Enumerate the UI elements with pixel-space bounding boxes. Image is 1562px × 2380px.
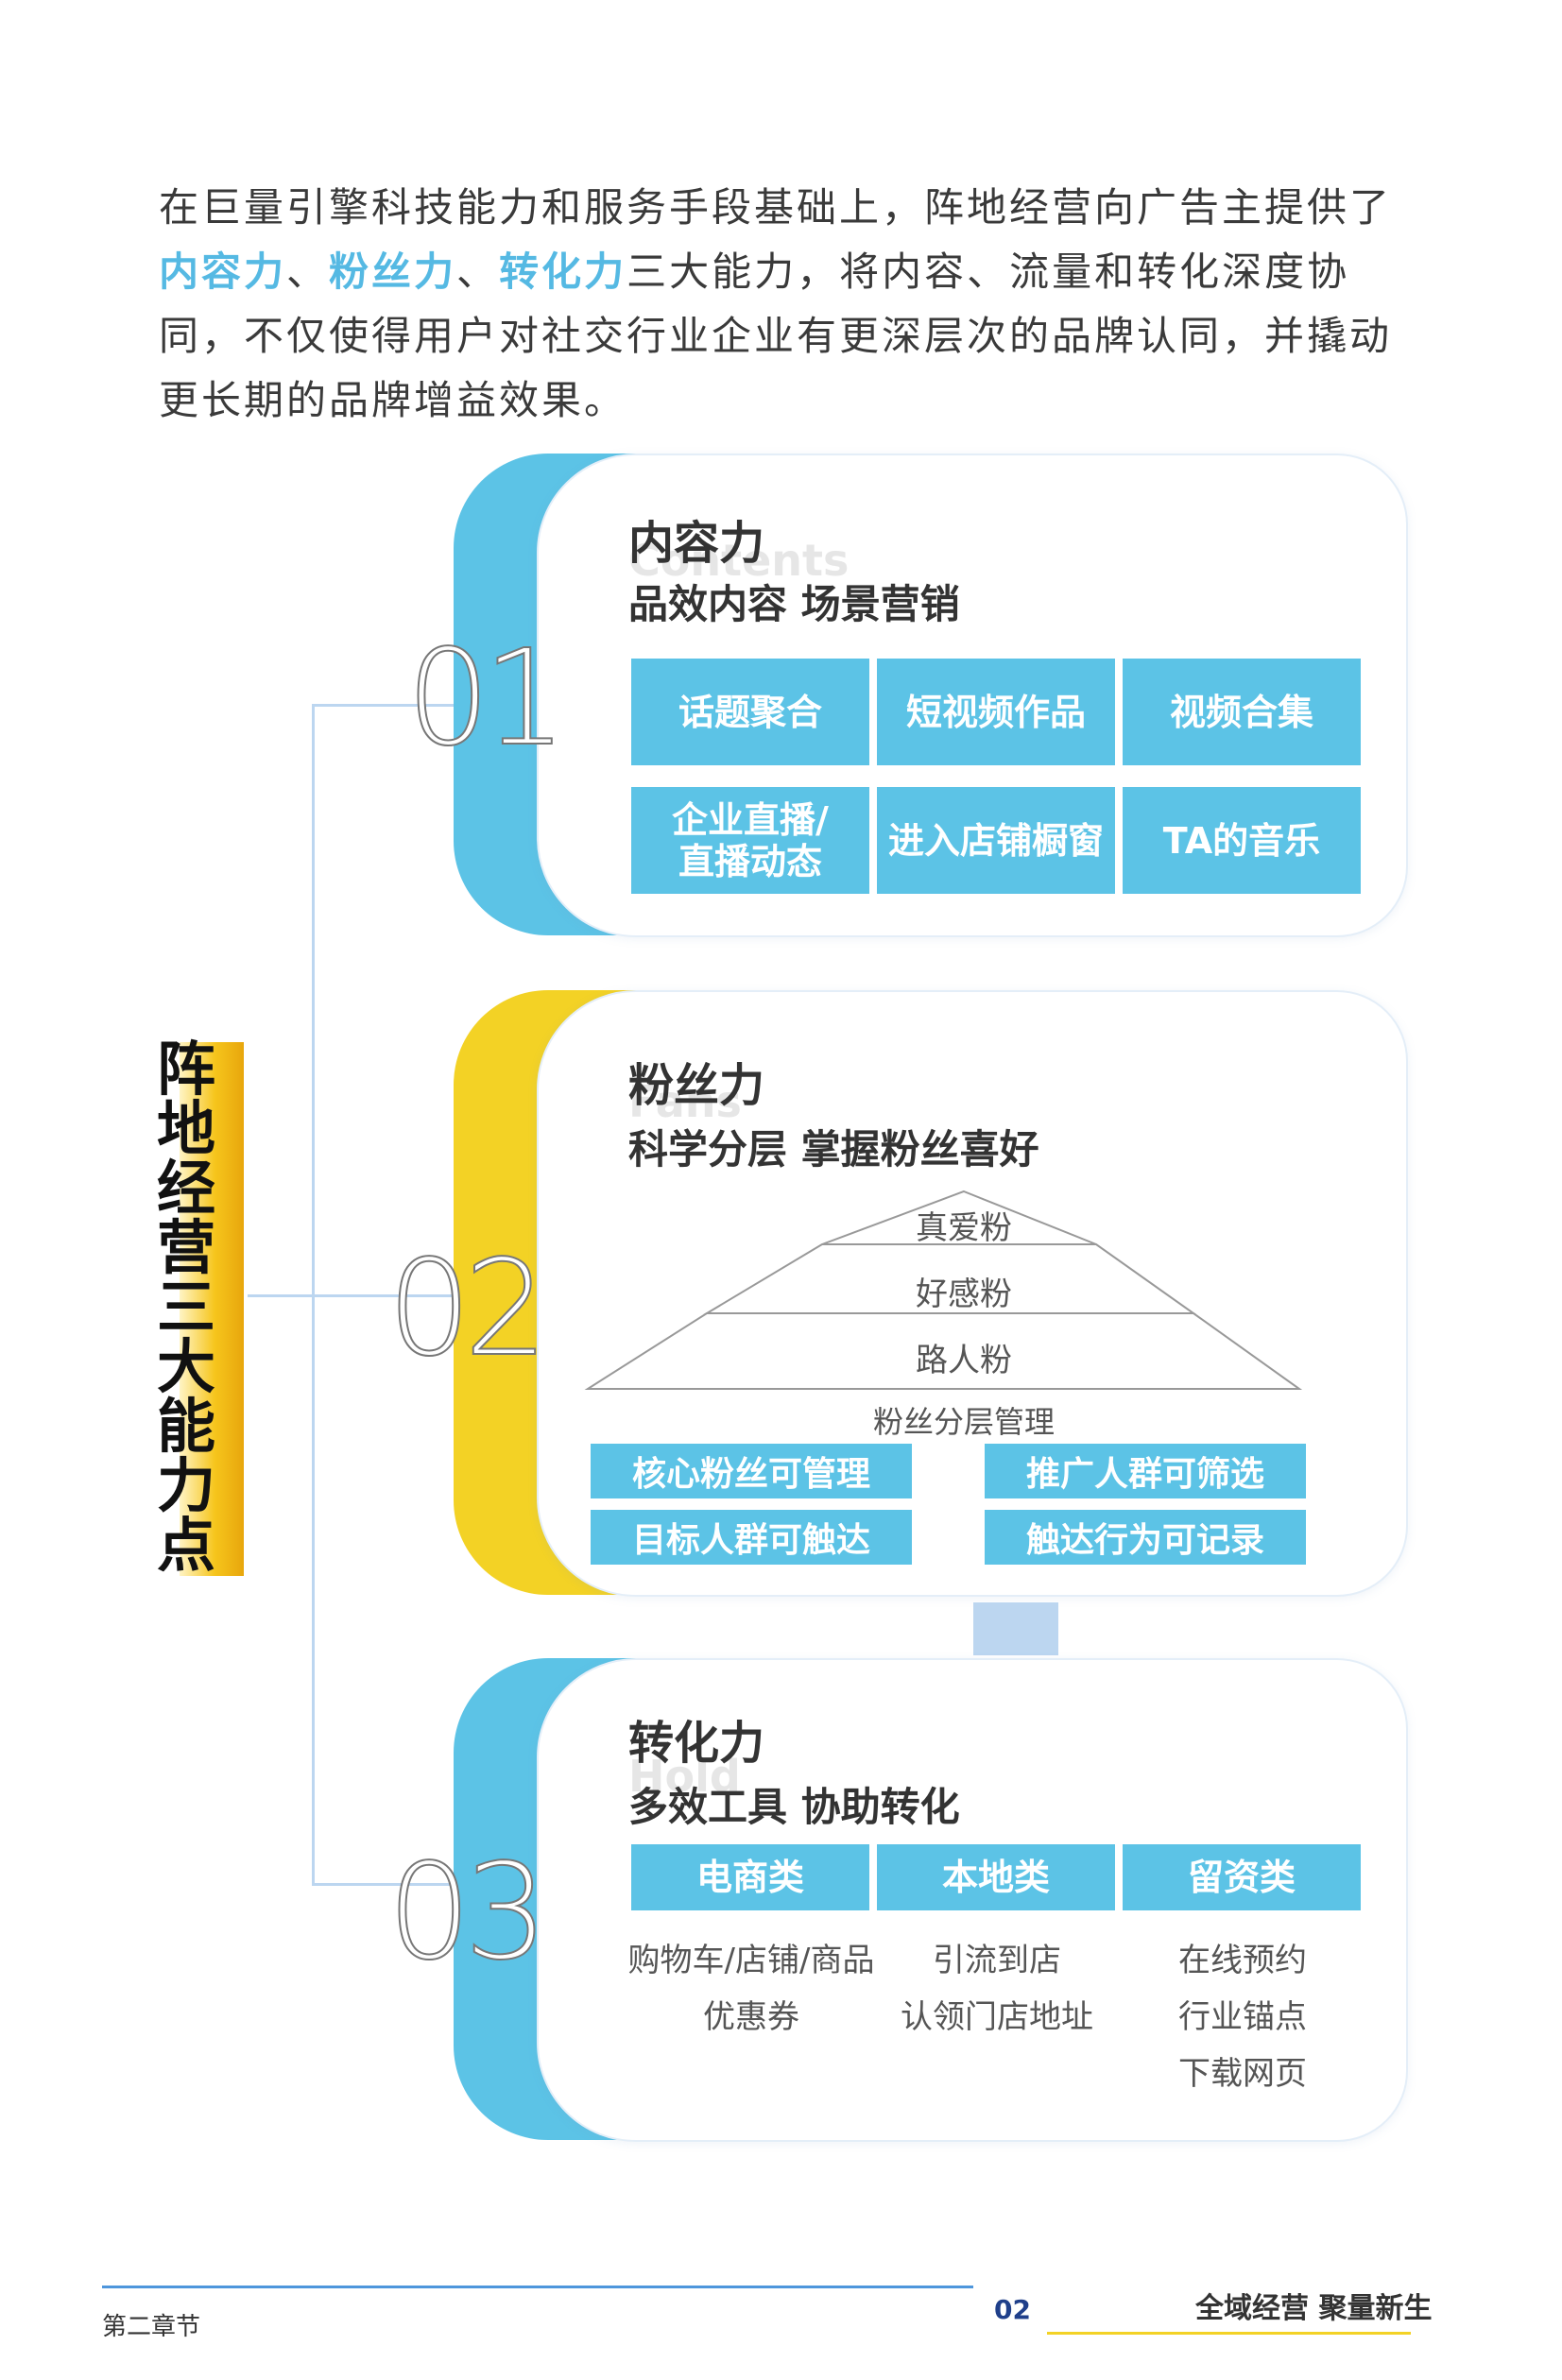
pyramid-bottom [584, 1312, 1303, 1390]
section-subtitle-02: 科学分层 掌握粉丝喜好 [628, 1126, 1039, 1173]
footer-slogan: 全域经营 聚量新生 [1195, 2292, 1433, 2325]
list-item: 行业锚点 [1178, 1998, 1307, 2036]
section-title-03: 转化力 [628, 1717, 765, 1770]
local-list: 引流到店 认领门店地址 [865, 1932, 1129, 2046]
intro-paragraph: 在巨量引擎科技能力和服务手段基础上，阵地经营向广告主提供了内容力、粉丝力、转化力… [159, 176, 1416, 433]
highlight-content-power: 内容力 [159, 248, 287, 295]
section-connector-block [973, 1602, 1058, 1655]
sep: 、 [286, 248, 330, 295]
tile-live-stream: 企业直播/ 直播动态 [631, 787, 869, 894]
lead-list: 在线预约 行业锚点 下载网页 [1110, 1932, 1375, 2102]
tile-shop-window: 进入店铺橱窗 [877, 787, 1115, 894]
pill-target-reach: 目标人群可触达 [591, 1510, 912, 1565]
section-en-01: Contents [628, 535, 850, 586]
section-title-01: 内容力 [628, 517, 765, 570]
tile-short-videos: 短视频作品 [877, 659, 1115, 765]
intro-text-2: 三大能力，将内容、流量和转化深度协同，不仅使得用户对社交行业企业有更深层次的品牌… [159, 248, 1393, 423]
list-item: 购物车/店铺/商品 [627, 1942, 875, 1979]
fan-pyramid [584, 1190, 1303, 1390]
list-item: 引流到店 [933, 1942, 1061, 1979]
side-label-highlight [180, 1042, 244, 1576]
pill-reach-record: 触达行为可记录 [985, 1510, 1306, 1565]
section-subtitle-01: 品效内容 场景营销 [628, 581, 960, 627]
section-number-01: 01 [405, 622, 568, 776]
pill-core-fans: 核心粉丝可管理 [591, 1444, 912, 1498]
pyramid-label-true-fans: 真爱粉 [916, 1209, 1012, 1247]
tile-ecommerce: 电商类 [631, 1844, 869, 1910]
connector-h1 [312, 704, 454, 707]
section-subtitle-03: 多效工具 协助转化 [628, 1784, 960, 1830]
highlight-fan-power: 粉丝力 [329, 248, 457, 295]
footer-line-right [1047, 2332, 1411, 2335]
list-item: 下载网页 [1178, 2055, 1307, 2093]
tile-video-collection: 视频合集 [1123, 659, 1361, 765]
tile-music: TA的音乐 [1123, 787, 1361, 894]
list-item: 优惠券 [703, 1998, 799, 2036]
sep: 、 [456, 248, 500, 295]
tile-lead-capture: 留资类 [1123, 1844, 1361, 1910]
highlight-conversion-power: 转化力 [499, 248, 627, 295]
pyramid-label-good-fans: 好感粉 [916, 1276, 1012, 1313]
pyramid-caption: 粉丝分层管理 [872, 1404, 1055, 1440]
tile-local: 本地类 [877, 1844, 1115, 1910]
connector-h3 [312, 1883, 454, 1886]
ecommerce-list: 购物车/店铺/商品 优惠券 [605, 1932, 898, 2046]
section-number-02: 02 [386, 1232, 549, 1386]
list-item: 在线预约 [1178, 1942, 1307, 1979]
section-number-03: 03 [386, 1836, 549, 1990]
section-en-02: Fans [628, 1076, 742, 1127]
footer-chapter: 第二章节 [102, 2313, 201, 2341]
section-title-02: 粉丝力 [628, 1059, 765, 1112]
section-en-03: Hold [628, 1751, 741, 1802]
list-item: 认领门店地址 [901, 1998, 1093, 2036]
pyramid-label-passersby: 路人粉 [916, 1342, 1012, 1379]
side-label: 阵地经营三大能力点 [156, 1035, 215, 1580]
pill-audience-filter: 推广人群可筛选 [985, 1444, 1306, 1498]
intro-text-1: 在巨量引擎科技能力和服务手段基础上，阵地经营向广告主提供了 [159, 184, 1393, 231]
page-number: 02 [994, 2294, 1031, 2325]
tile-topic-aggregation: 话题聚合 [631, 659, 869, 765]
footer-line-left [102, 2286, 973, 2288]
connector-h2 [248, 1294, 455, 1297]
